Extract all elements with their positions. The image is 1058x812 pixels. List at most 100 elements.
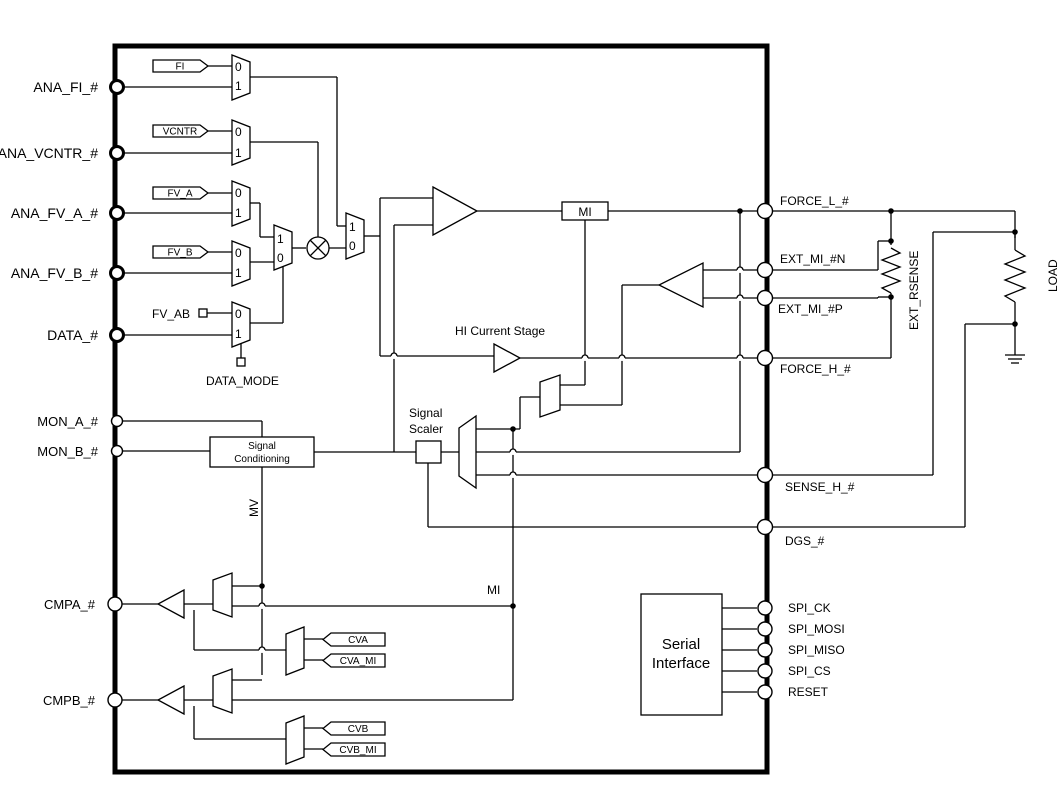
svg-text:1: 1 [235, 206, 242, 220]
svg-text:1: 1 [235, 266, 242, 280]
right-pin-spi-mosi[interactable]: SPI_MOSI [757, 621, 845, 637]
svg-text:1: 1 [235, 146, 242, 160]
left-pin-mon-a[interactable]: MON_A_# [37, 414, 124, 429]
right-pin-force-l[interactable]: FORCE_L_# [756, 194, 850, 220]
hi-current-stage: HI Current Stage [380, 324, 757, 374]
svg-text:0: 0 [349, 239, 356, 253]
svg-text:0: 0 [277, 251, 284, 265]
left-pin-mon-b[interactable]: MON_B_# [37, 444, 124, 459]
pin-label-mon-b: MON_B_# [37, 444, 98, 459]
svg-text:0: 0 [235, 307, 242, 321]
mi-select-mux [519, 374, 585, 429]
label-mv: MV [247, 499, 261, 517]
right-pin-ext-mi-p[interactable]: EXT_MI_#P [756, 289, 843, 317]
external-network: EXT_RSENSE LOAD [773, 208, 1058, 528]
ext-rsense-resistor [880, 247, 902, 294]
mux-fv-a: FV_A 0 1 [123, 180, 251, 227]
multiplier [250, 141, 346, 260]
crossover-marks [258, 266, 744, 653]
pin-label-spi-ck: SPI_CK [788, 601, 831, 615]
pin-label-ext-mi-p: EXT_MI_#P [778, 302, 843, 316]
mux-fi-fv: 1 0 [250, 76, 380, 260]
load-resistor [1003, 249, 1027, 303]
serial-interface: Serial Interface [640, 593, 757, 716]
tag-fi: FI [176, 62, 185, 73]
pin-label-cmpb: CMPB_# [43, 693, 96, 708]
force-amplifier [379, 185, 757, 452]
svg-text:1: 1 [235, 79, 242, 93]
pin-label-reset: RESET [788, 685, 829, 699]
pin-label-dgs: DGS_# [785, 534, 825, 548]
data-mode-pad [236, 357, 246, 367]
pin-label-data: DATA_# [47, 327, 98, 343]
tag-cva: CVA [348, 635, 368, 646]
label-data-mode: DATA_MODE [206, 374, 279, 388]
mux-vcntr: VCNTR 0 1 [123, 119, 251, 166]
label-mi-block: MI [578, 205, 591, 219]
tag-fv-b: FV_B [167, 248, 192, 259]
svg-text:0: 0 [235, 60, 242, 74]
mux-fv-select: 1 0 [250, 202, 306, 324]
mux-fv-b: FV_B 0 1 [123, 240, 251, 287]
right-pin-spi-miso[interactable]: SPI_MISO [757, 642, 845, 658]
svg-text:1: 1 [235, 327, 242, 341]
ext-mi-amplifier [560, 261, 757, 406]
comparator-b: CVB CVB_MI [122, 668, 513, 765]
right-pin-reset[interactable]: RESET [757, 684, 829, 700]
svg-text:Signal: Signal [409, 406, 442, 420]
tag-vcntr: VCNTR [163, 127, 197, 138]
right-pin-dgs[interactable]: DGS_# [756, 518, 825, 549]
svg-text:0: 0 [235, 186, 242, 200]
tag-cva-mi: CVA_MI [340, 656, 377, 667]
pin-label-spi-miso: SPI_MISO [788, 643, 845, 657]
pin-label-ext-mi-n: EXT_MI_#N [780, 252, 845, 266]
svg-text:Signal: Signal [248, 441, 276, 452]
pin-label-force-h: FORCE_H_# [780, 362, 851, 376]
left-pin-data[interactable]: DATA_# [47, 327, 125, 343]
tag-cvb-mi: CVB_MI [339, 745, 376, 756]
label-mi-net: MI [487, 583, 500, 597]
pin-label-mon-a: MON_A_# [37, 414, 98, 429]
pin-label-ana-fv-b: ANA_FV_B_# [11, 265, 98, 281]
mi-block: MI [561, 201, 609, 385]
fv-ab-pad [198, 308, 208, 318]
left-pin-ana-fv-b[interactable]: ANA_FV_B_# [11, 265, 125, 281]
svg-text:Scaler: Scaler [409, 422, 443, 436]
pin-label-ana-vcntr: ANA_VCNTR_# [0, 145, 98, 161]
left-pin-cmpb[interactable]: CMPB_# [43, 692, 123, 708]
pin-label-sense-h: SENSE_H_# [785, 480, 855, 494]
svg-text:0: 0 [235, 125, 242, 139]
pin-label-ana-fv-a: ANA_FV_A_# [11, 205, 98, 221]
comparator-a: CVA CVA_MI [122, 572, 513, 676]
signal-conditioning: Signal Conditioning [209, 436, 315, 468]
tag-cvb: CVB [348, 724, 369, 735]
svg-text:Serial: Serial [662, 636, 700, 653]
chip-outline [112, 43, 770, 775]
pin-label-ana-fi: ANA_FI_# [33, 79, 98, 95]
label-hi-current-stage: HI Current Stage [455, 324, 545, 338]
label-ext-rsense: EXT_RSENSE [907, 251, 921, 330]
label-fv-ab: FV_AB [152, 307, 190, 321]
right-pin-spi-ck[interactable]: SPI_CK [757, 600, 831, 616]
mux-data: FV_AB 0 1 DATA_MODE [123, 301, 279, 388]
svg-text:0: 0 [235, 246, 242, 260]
svg-text:1: 1 [349, 220, 356, 234]
svg-text:Interface: Interface [652, 655, 710, 672]
pin-label-spi-cs: SPI_CS [788, 664, 831, 678]
signal-scaler: Signal Scaler [409, 406, 757, 528]
mux-fi: FI 0 1 [123, 54, 251, 101]
right-pin-force-h[interactable]: FORCE_H_# [756, 349, 852, 377]
right-pin-spi-cs[interactable]: SPI_CS [757, 663, 831, 679]
tag-fv-a: FV_A [167, 189, 192, 200]
right-pin-ext-mi-n[interactable]: EXT_MI_#N [756, 252, 846, 279]
left-pin-ana-fi[interactable]: ANA_FI_# [33, 79, 125, 95]
right-pin-sense-h[interactable]: SENSE_H_# [756, 466, 855, 495]
left-pin-ana-vcntr[interactable]: ANA_VCNTR_# [0, 145, 125, 161]
svg-text:1: 1 [277, 232, 284, 246]
left-pin-ana-fv-a[interactable]: ANA_FV_A_# [11, 205, 125, 221]
junction [737, 208, 743, 214]
left-pin-cmpa[interactable]: CMPA_# [44, 596, 123, 612]
label-load: LOAD [1046, 259, 1058, 292]
pin-label-cmpa: CMPA_# [44, 597, 96, 612]
